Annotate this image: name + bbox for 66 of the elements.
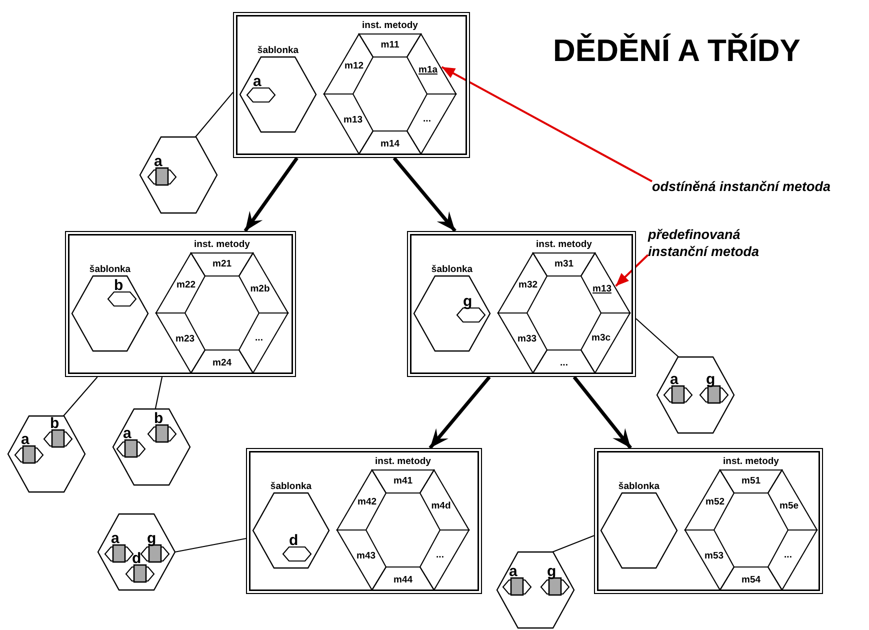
annotation-text: předefinovaná instanční metoda bbox=[648, 226, 760, 260]
method-name: m4d bbox=[431, 500, 451, 512]
method-name: m54 bbox=[742, 574, 760, 586]
method-name: m13 bbox=[344, 114, 362, 126]
method-name: ... bbox=[436, 550, 444, 560]
method-name: m43 bbox=[356, 550, 376, 562]
variable-name: b bbox=[154, 412, 164, 425]
template-label: šablonka bbox=[430, 264, 474, 275]
arrow bbox=[572, 376, 632, 450]
method-name: m5e bbox=[780, 500, 798, 512]
method-name: ... bbox=[423, 114, 431, 124]
methods-label: inst. metody bbox=[535, 239, 593, 250]
method-name: m11 bbox=[380, 40, 400, 50]
arrow bbox=[244, 156, 298, 232]
variable-name: d bbox=[132, 552, 142, 565]
method-name: m12 bbox=[344, 60, 364, 72]
arrow bbox=[392, 156, 456, 232]
method-name: m2b bbox=[250, 284, 270, 294]
variable-name: b bbox=[114, 279, 124, 292]
method-name: m1a bbox=[418, 64, 438, 76]
arrow bbox=[441, 66, 652, 182]
annotation-text: odstíněná instanční metoda bbox=[652, 178, 832, 195]
variable-name: a bbox=[253, 75, 262, 88]
class-box bbox=[233, 12, 470, 158]
class-box bbox=[594, 448, 823, 594]
methods-label: inst. metody bbox=[193, 239, 251, 250]
method-name: ... bbox=[560, 358, 568, 368]
variable-name: a bbox=[111, 532, 120, 545]
method-name: m3c bbox=[592, 332, 610, 344]
method-name: m21 bbox=[212, 258, 232, 270]
method-name: m41 bbox=[394, 476, 412, 486]
template-label: šablonka bbox=[617, 481, 661, 492]
variable-name: a bbox=[21, 433, 30, 446]
method-name: m53 bbox=[704, 550, 724, 562]
method-name: m14 bbox=[380, 138, 400, 150]
class-box bbox=[407, 231, 636, 377]
method-name: m13 bbox=[592, 284, 612, 294]
arrow bbox=[428, 376, 491, 450]
method-name: m23 bbox=[176, 334, 194, 344]
methods-label: inst. metody bbox=[722, 456, 780, 467]
template-label: šablonka bbox=[88, 264, 132, 275]
method-name: m31 bbox=[554, 258, 574, 270]
variable-name: a bbox=[509, 565, 518, 578]
template-label: šablonka bbox=[269, 481, 313, 492]
variable-name: b bbox=[50, 417, 60, 430]
method-name: m22 bbox=[176, 280, 196, 290]
arrow bbox=[615, 254, 649, 287]
class-box bbox=[65, 231, 296, 377]
variable-name: a bbox=[123, 427, 132, 440]
method-name: m44 bbox=[394, 574, 412, 586]
method-name: ... bbox=[784, 550, 792, 560]
diagram-title: DĚDĚNÍ A TŘÍDY bbox=[553, 33, 800, 69]
method-name: m51 bbox=[742, 476, 760, 486]
template-label: šablonka bbox=[256, 45, 300, 56]
class-box bbox=[246, 448, 482, 594]
method-name: ... bbox=[255, 332, 263, 344]
method-name: m52 bbox=[706, 496, 724, 508]
method-name: m42 bbox=[358, 496, 376, 508]
variable-name: a bbox=[670, 373, 678, 386]
methods-label: inst. metody bbox=[361, 20, 419, 31]
method-name: m33 bbox=[518, 334, 536, 344]
variable-name: a bbox=[154, 155, 162, 168]
method-name: m32 bbox=[518, 280, 538, 290]
methods-label: inst. metody bbox=[374, 456, 432, 467]
variable-name: d bbox=[289, 534, 298, 547]
method-name: m24 bbox=[212, 358, 232, 368]
